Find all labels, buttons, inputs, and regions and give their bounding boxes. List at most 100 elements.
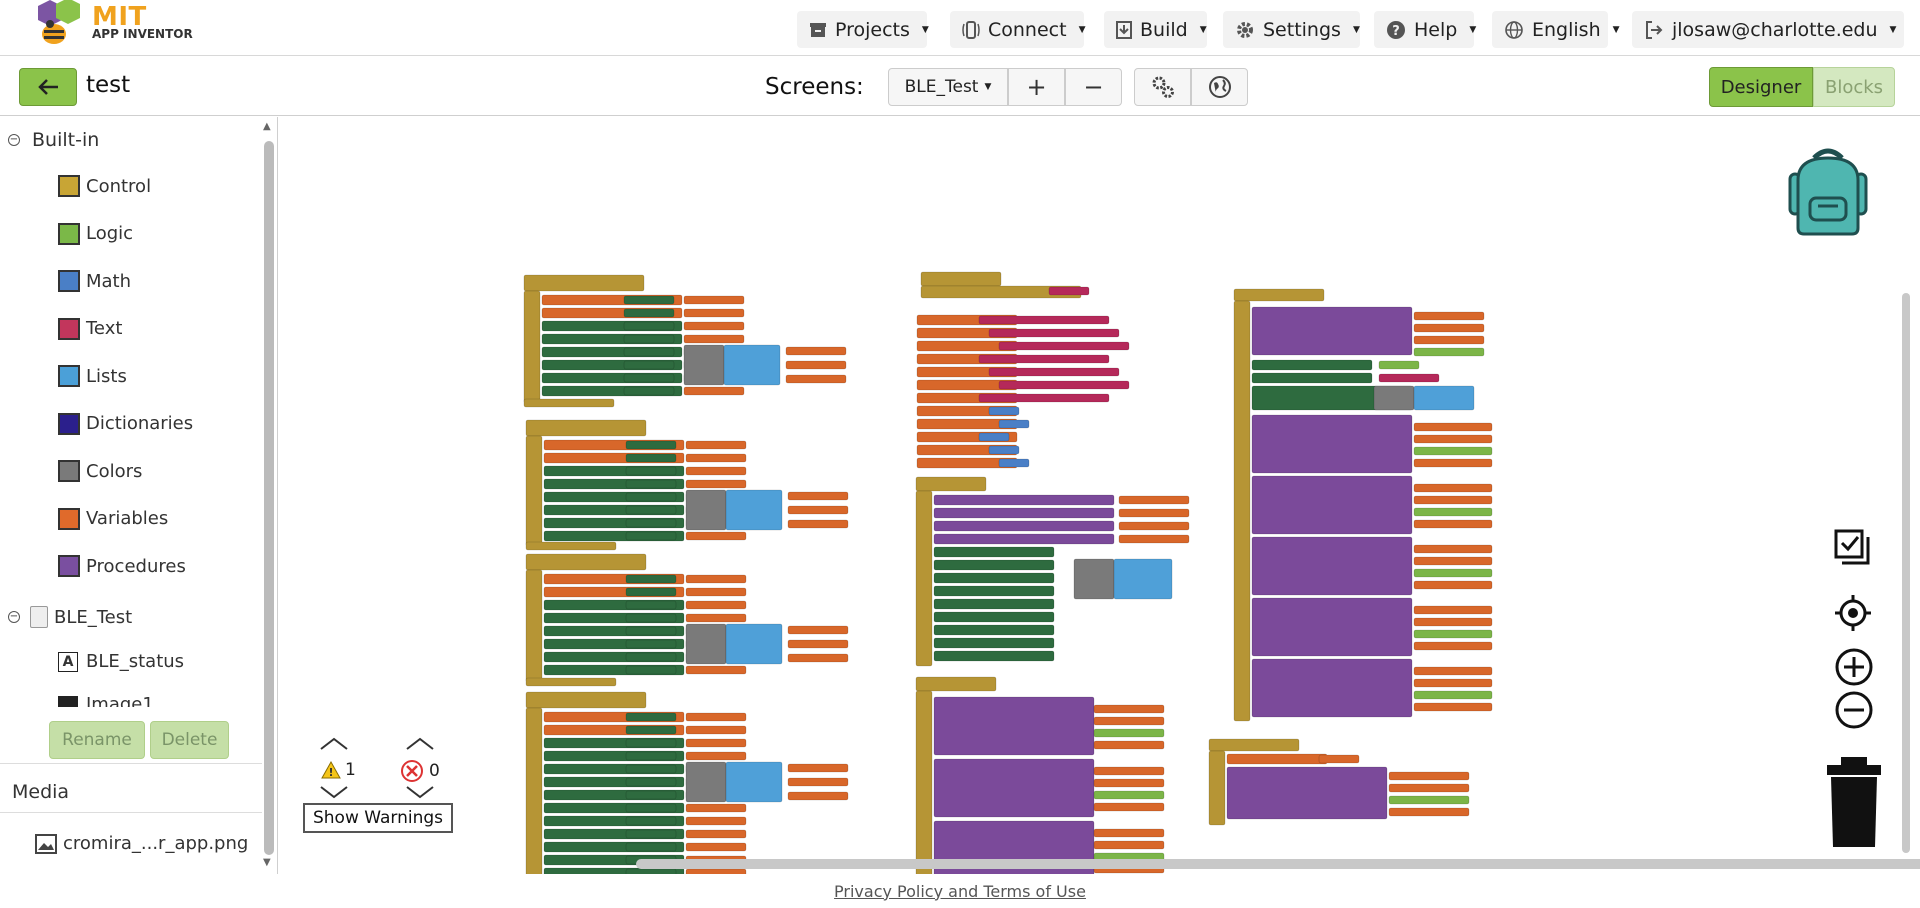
- builtin-item-variables[interactable]: Variables: [58, 507, 168, 530]
- block-field[interactable]: [685, 613, 747, 623]
- block-field[interactable]: [988, 406, 1020, 416]
- block-field[interactable]: [623, 347, 675, 357]
- block-field[interactable]: [1093, 740, 1165, 750]
- block-field[interactable]: [685, 842, 747, 852]
- block-field[interactable]: [623, 321, 675, 331]
- event-block-body[interactable]: [523, 290, 541, 404]
- block-field[interactable]: [1093, 840, 1165, 850]
- warnings-indicator[interactable]: ! 1: [321, 760, 356, 780]
- block-field[interactable]: [685, 466, 747, 476]
- block-field[interactable]: [1413, 347, 1485, 357]
- block-field[interactable]: [978, 354, 1110, 364]
- call-block[interactable]: [933, 637, 1055, 649]
- event-block-header[interactable]: [525, 553, 647, 571]
- call-block[interactable]: [933, 546, 1055, 558]
- blocks-workspace[interactable]: ! 1 0 Show Warnings: [279, 117, 1920, 874]
- block-field[interactable]: [625, 738, 677, 748]
- make-color-block[interactable]: [685, 623, 727, 665]
- block-field[interactable]: [625, 816, 677, 826]
- builtin-item-lists[interactable]: Lists: [58, 365, 127, 387]
- block-field[interactable]: [623, 386, 675, 396]
- screen-node[interactable]: − BLE_Test: [8, 606, 132, 628]
- block-field[interactable]: [1388, 795, 1470, 805]
- back-button[interactable]: [19, 68, 77, 106]
- recenter-icon[interactable]: [1833, 593, 1873, 633]
- block-field[interactable]: [988, 328, 1120, 338]
- show-warnings-button[interactable]: Show Warnings: [303, 803, 453, 833]
- scroll-up-icon[interactable]: ▲: [263, 121, 271, 132]
- block-field[interactable]: [1378, 373, 1440, 383]
- block-field[interactable]: [625, 777, 677, 787]
- block-field[interactable]: [1388, 807, 1470, 817]
- block-field[interactable]: [683, 321, 745, 331]
- call-block[interactable]: [933, 611, 1055, 623]
- call-block[interactable]: [933, 624, 1055, 636]
- make-color-block[interactable]: [1373, 385, 1415, 411]
- zoom-out-icon[interactable]: [1834, 690, 1874, 730]
- block-field[interactable]: [625, 639, 677, 649]
- block-field[interactable]: [625, 492, 677, 502]
- event-block-header[interactable]: [1233, 288, 1325, 302]
- add-screen-button[interactable]: +: [1008, 68, 1065, 106]
- event-block-footer[interactable]: [525, 541, 617, 551]
- block-field[interactable]: [1093, 778, 1165, 788]
- event-block-footer[interactable]: [525, 677, 617, 687]
- block-field[interactable]: [625, 842, 677, 852]
- block-field[interactable]: [625, 829, 677, 839]
- block-field[interactable]: [1118, 495, 1190, 505]
- block-field[interactable]: [625, 479, 677, 489]
- block-field[interactable]: [1413, 335, 1485, 345]
- block-field[interactable]: [1388, 783, 1470, 793]
- call-ble-block[interactable]: [1251, 475, 1413, 535]
- rename-button[interactable]: Rename: [49, 721, 145, 759]
- call-block[interactable]: [933, 559, 1055, 571]
- prev-warning-icon[interactable]: [319, 737, 349, 755]
- block-field[interactable]: [625, 652, 677, 662]
- block-field[interactable]: [685, 751, 747, 761]
- builtin-item-text[interactable]: Text: [58, 317, 122, 340]
- make-list-block[interactable]: [1413, 385, 1475, 411]
- block-field[interactable]: [1318, 754, 1360, 764]
- block-field[interactable]: [1378, 360, 1420, 370]
- call-ble-block[interactable]: [1251, 597, 1413, 657]
- help-menu[interactable]: ? Help ▼: [1374, 11, 1476, 48]
- event-block-header[interactable]: [525, 691, 647, 709]
- builtin-item-procedures[interactable]: Procedures: [58, 555, 186, 577]
- block-field[interactable]: [625, 665, 677, 675]
- connect-menu[interactable]: Connect ▼: [950, 11, 1085, 48]
- block-field[interactable]: [1413, 605, 1493, 615]
- block-field[interactable]: [1413, 446, 1493, 456]
- block-field[interactable]: [1413, 666, 1493, 676]
- block-field[interactable]: [1413, 422, 1493, 432]
- event-block-body[interactable]: [915, 690, 933, 874]
- block-field[interactable]: [625, 466, 677, 476]
- block-field[interactable]: [787, 763, 849, 773]
- make-list-block[interactable]: [725, 489, 783, 531]
- block-field[interactable]: [685, 665, 747, 675]
- block-field[interactable]: [785, 360, 847, 370]
- call-ble-block[interactable]: [1251, 414, 1413, 474]
- block-field[interactable]: [623, 360, 675, 370]
- block-field[interactable]: [685, 725, 747, 735]
- block-field[interactable]: [683, 308, 745, 318]
- block-field[interactable]: [1413, 641, 1493, 651]
- call-block[interactable]: [933, 494, 1115, 506]
- set-block[interactable]: [1251, 359, 1373, 371]
- component-image1[interactable]: Image1: [58, 694, 154, 707]
- project-properties-button[interactable]: [1134, 68, 1191, 106]
- builtin-node[interactable]: − Built-in: [8, 129, 99, 151]
- block-field[interactable]: [998, 458, 1030, 468]
- block-field[interactable]: [685, 600, 747, 610]
- block-field[interactable]: [998, 341, 1130, 351]
- block-field[interactable]: [1093, 828, 1165, 838]
- block-field[interactable]: [685, 574, 747, 584]
- block-field[interactable]: [625, 600, 677, 610]
- make-color-block[interactable]: [685, 489, 727, 531]
- event-block-header[interactable]: [915, 676, 997, 692]
- call-ble-block[interactable]: [1226, 766, 1388, 820]
- block-field[interactable]: [1118, 521, 1190, 531]
- event-block-header[interactable]: [915, 476, 987, 492]
- make-list-block[interactable]: [725, 623, 783, 665]
- block-field[interactable]: [988, 445, 1020, 455]
- privacy-policy-link[interactable]: Privacy Policy and Terms of Use: [834, 881, 1086, 901]
